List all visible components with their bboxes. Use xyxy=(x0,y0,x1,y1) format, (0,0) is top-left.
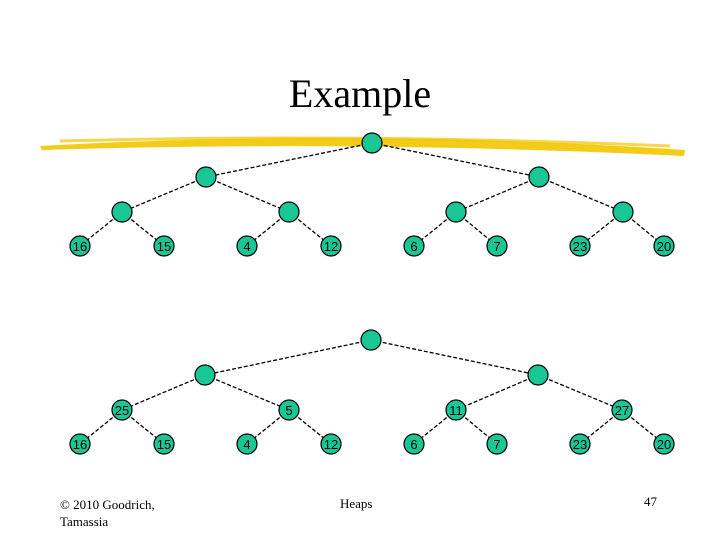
tree-node xyxy=(527,364,549,386)
tree-edge xyxy=(538,176,624,213)
tree-nodes xyxy=(69,132,675,455)
tree-node xyxy=(569,235,591,257)
footer-copyright-line1: © 2010 Goodrich, xyxy=(60,497,155,512)
tree-node xyxy=(111,201,133,223)
node-key: 5 xyxy=(285,403,292,418)
node-key: 4 xyxy=(243,437,250,452)
tree-node xyxy=(236,235,258,257)
node-key: 16 xyxy=(73,239,87,254)
tree-node xyxy=(195,166,217,188)
tree-node xyxy=(320,433,342,455)
tree-node xyxy=(153,433,175,455)
node-key: 12 xyxy=(324,239,338,254)
tree-node xyxy=(360,329,382,351)
tree-edge xyxy=(204,374,290,411)
slide-title: Example xyxy=(288,71,432,116)
node-key: 15 xyxy=(157,437,171,452)
tree-node xyxy=(278,399,300,421)
node-key: 16 xyxy=(73,437,87,452)
tree-node xyxy=(361,132,383,154)
node-key: 7 xyxy=(493,437,500,452)
title-underline xyxy=(40,136,685,156)
tree-node xyxy=(653,433,675,455)
tree-node xyxy=(445,201,467,223)
tree-node xyxy=(236,433,258,455)
tree-node xyxy=(320,235,342,257)
tree-node xyxy=(486,433,508,455)
title-underline-stroke xyxy=(59,136,671,148)
node-key: 23 xyxy=(573,437,587,452)
tree-edge xyxy=(205,176,290,213)
node-key: 7 xyxy=(493,239,500,254)
tree-node xyxy=(278,201,300,223)
node-key: 12 xyxy=(324,437,338,452)
tree-edge xyxy=(455,374,539,411)
tree-node xyxy=(403,433,425,455)
tree-node xyxy=(403,235,425,257)
tree-edge xyxy=(204,339,372,376)
tree-node xyxy=(69,433,91,455)
page-number: 47 xyxy=(644,494,657,509)
node-key: 11 xyxy=(449,403,463,418)
tree-node xyxy=(528,166,550,188)
tree-edge xyxy=(121,176,207,213)
tree-node xyxy=(194,364,216,386)
tree-node xyxy=(612,201,634,223)
node-key: 6 xyxy=(410,437,417,452)
tree-edge xyxy=(455,176,540,213)
tree-edge xyxy=(371,142,540,178)
tree-node xyxy=(653,235,675,257)
node-key: 20 xyxy=(657,239,671,254)
node-key: 25 xyxy=(115,403,129,418)
tree-node xyxy=(569,433,591,455)
tree-node xyxy=(445,399,467,421)
node-key: 20 xyxy=(657,437,671,452)
tree-edges xyxy=(79,142,665,445)
tree-node xyxy=(69,235,91,257)
node-key: 27 xyxy=(615,403,629,418)
tree-edge xyxy=(370,339,539,376)
tree-node xyxy=(111,399,133,421)
node-labels: 16 15 4 12 6 7 23 20 25 5 11 27 16 15 4 12 6 7 23 20 xyxy=(73,239,671,452)
footer-copyright-line2: Tamassia xyxy=(60,514,109,529)
tree-node xyxy=(486,235,508,257)
footer-topic: Heaps xyxy=(340,496,373,511)
tree-edge xyxy=(121,374,206,411)
node-key: 4 xyxy=(243,239,250,254)
node-key: 15 xyxy=(157,239,171,254)
tree-node xyxy=(611,399,633,421)
tree-node xyxy=(153,235,175,257)
tree-edge xyxy=(537,374,623,411)
tree-edge xyxy=(205,142,373,178)
node-key: 6 xyxy=(410,239,417,254)
footer-copyright: © 2010 Goodrich, Tamassia xyxy=(60,496,155,530)
node-key: 23 xyxy=(573,239,587,254)
